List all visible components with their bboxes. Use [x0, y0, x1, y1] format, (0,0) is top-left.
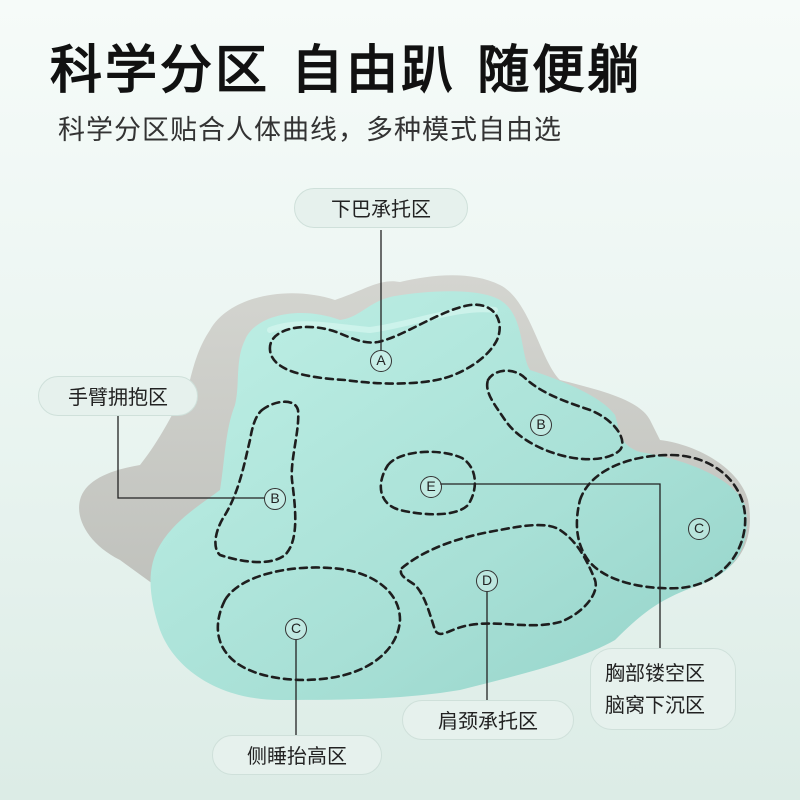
- marker-e: E: [420, 476, 442, 498]
- label-chest-hollow: 胸部镂空区 脑窝下沉区: [590, 648, 736, 730]
- zone-a-outline: [268, 303, 501, 385]
- label-shoulder-support: 肩颈承托区: [402, 700, 574, 740]
- label-side-sleep: 侧睡抬高区: [212, 735, 382, 775]
- marker-b-right: B: [530, 414, 552, 436]
- label-arm-hug: 手臂拥抱区: [38, 376, 198, 416]
- pillow-top: [150, 291, 747, 700]
- label-chest-line2: 脑窝下沉区: [605, 693, 705, 717]
- zone-e-outline: [379, 450, 477, 516]
- leader-chest: [440, 483, 661, 650]
- label-chin-support: 下巴承托区: [294, 188, 468, 228]
- marker-a: A: [370, 350, 392, 372]
- leader-arm: [117, 415, 265, 499]
- zone-d-outline: [399, 523, 598, 636]
- zone-c-right-outline: [575, 453, 747, 590]
- marker-c-left: C: [285, 618, 307, 640]
- zone-c-left-outline: [216, 566, 402, 682]
- label-chest-line1: 胸部镂空区: [605, 661, 705, 685]
- headline: 科学分区 自由趴 随便躺: [50, 41, 643, 101]
- zone-b-right-outline: [485, 369, 624, 461]
- marker-d: D: [476, 570, 498, 592]
- subtitle: 科学分区贴合人体曲线，多种模式自由选: [58, 115, 562, 146]
- zone-b-left-outline: [214, 400, 300, 564]
- marker-c-right: C: [688, 518, 710, 540]
- marker-b-left: B: [264, 488, 286, 510]
